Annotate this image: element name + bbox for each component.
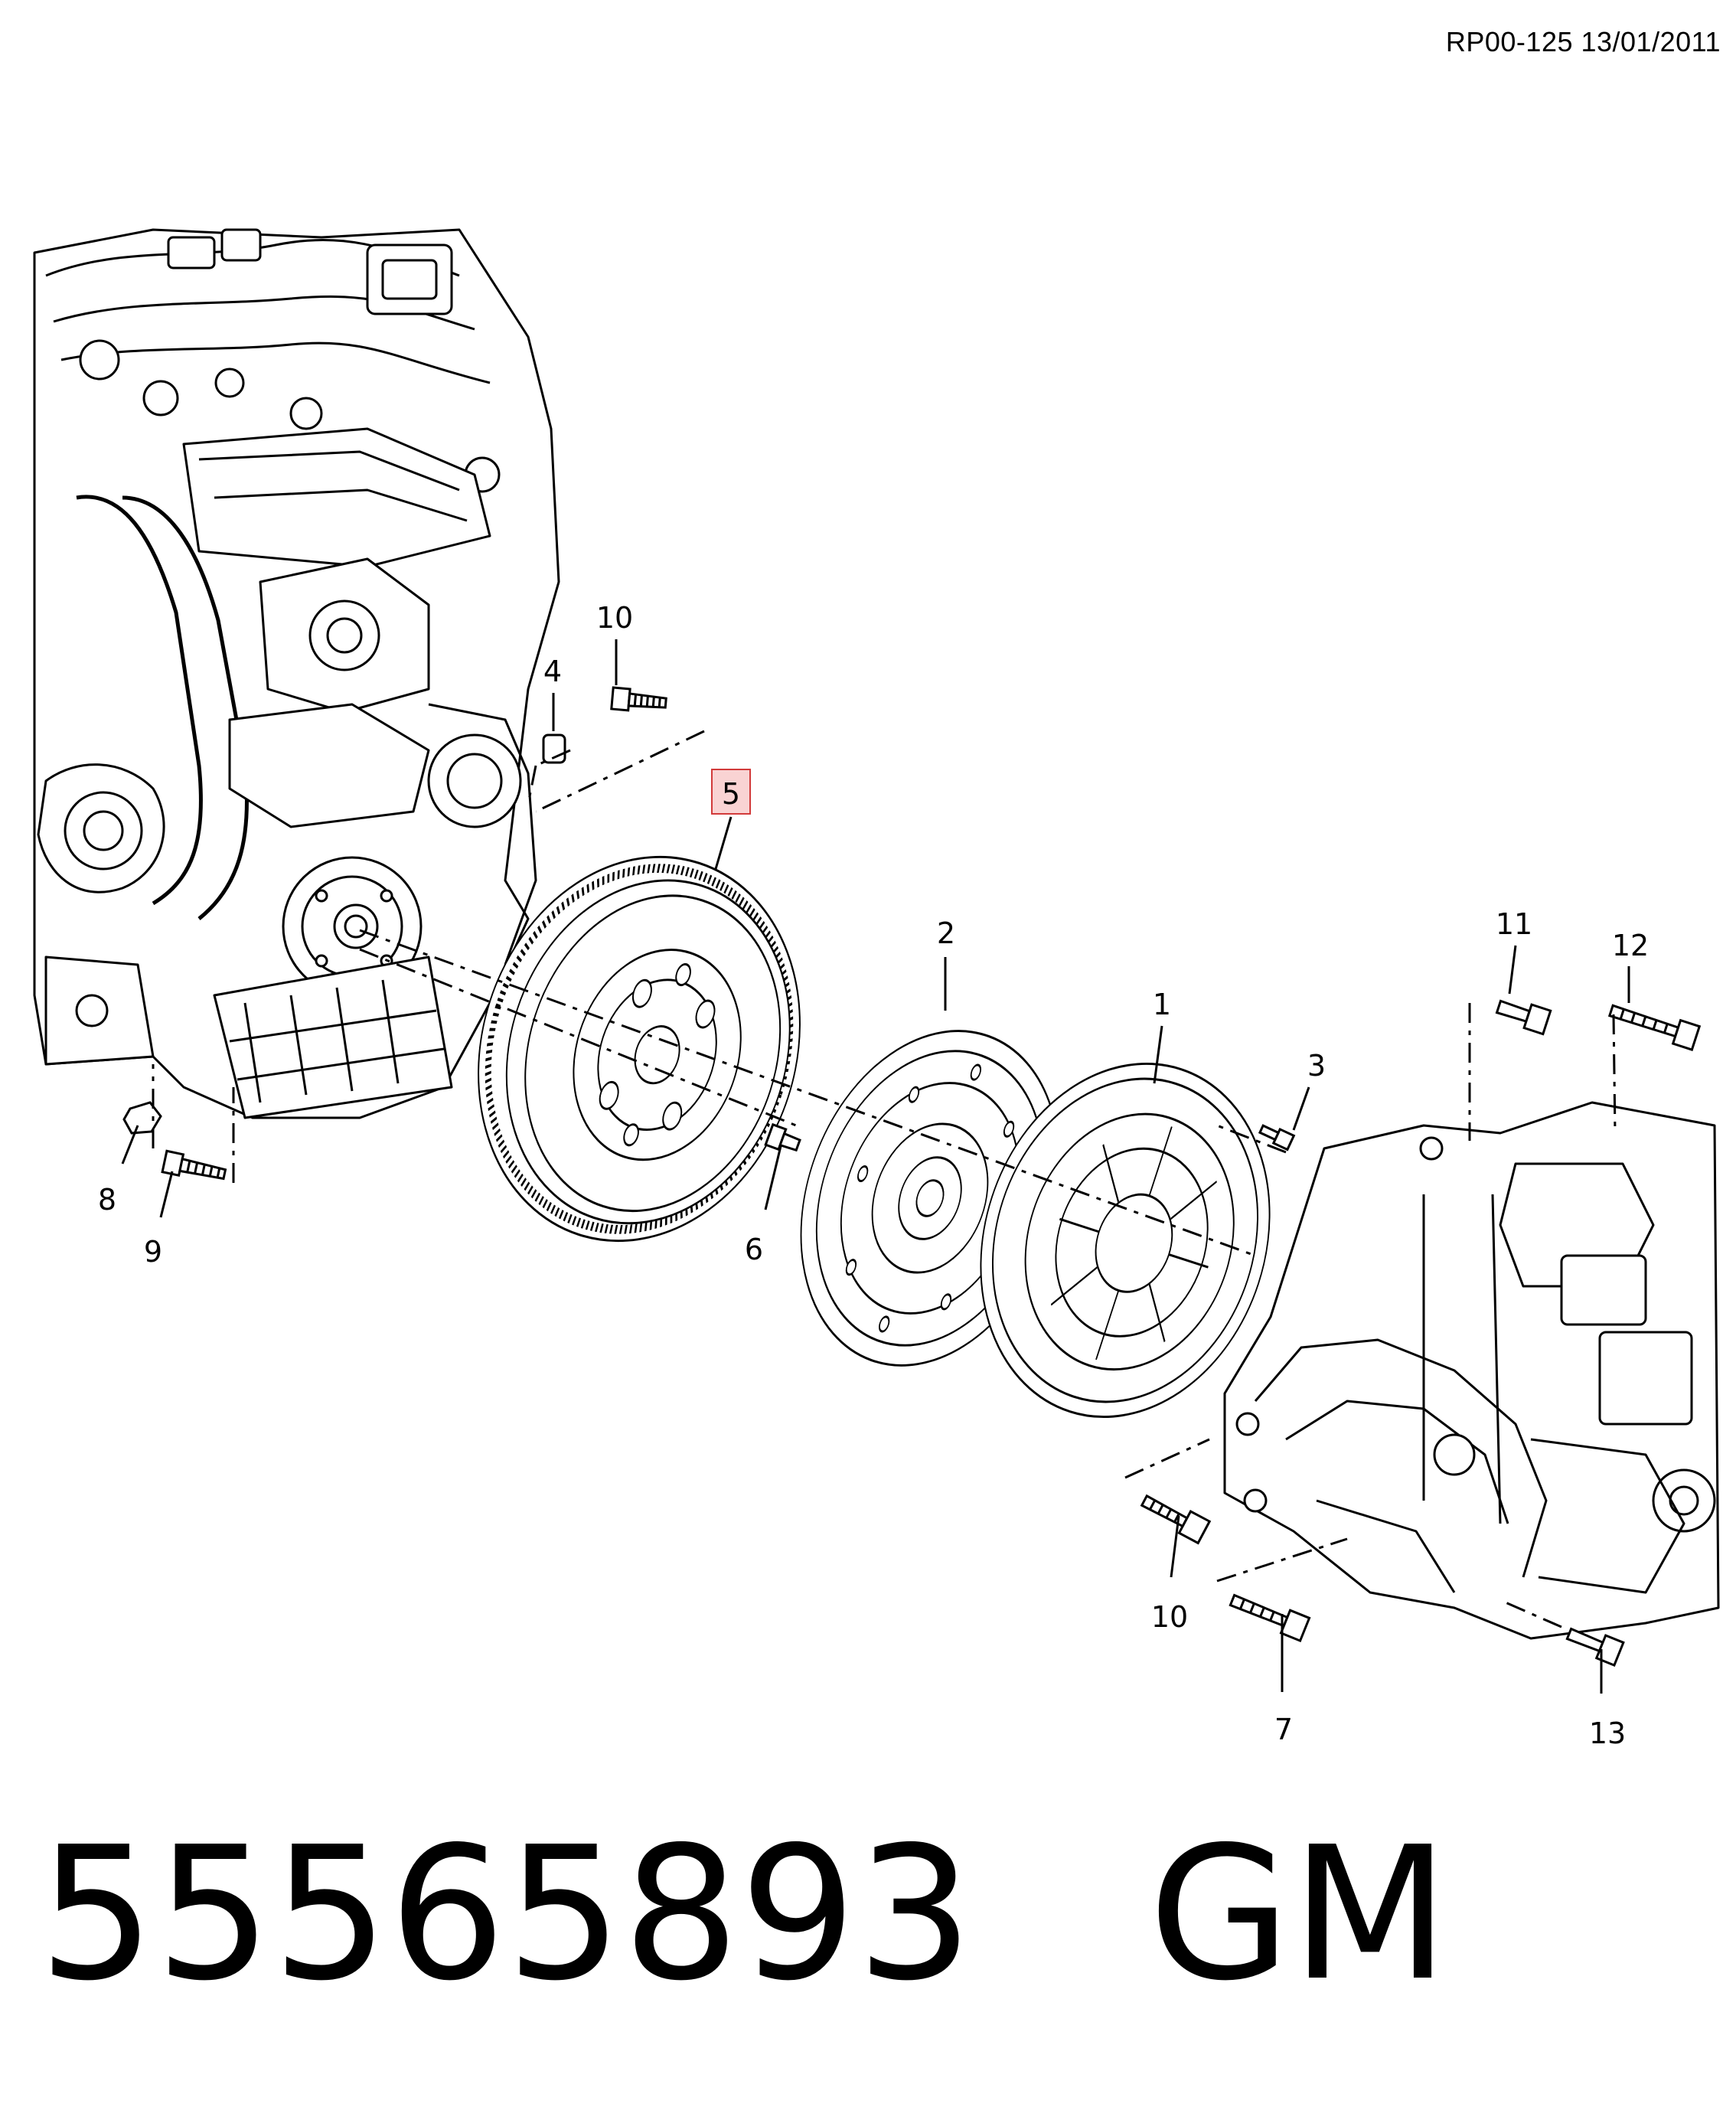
- bolt-11: [1495, 999, 1552, 1036]
- callout-numbers: 10 4 5 2 1 3 11 12 8 9 6 10 7 13: [98, 601, 1649, 1750]
- flywheel-illustration: [478, 855, 801, 1243]
- footer-spacer: [974, 1807, 1149, 2021]
- bolt-7: [1229, 1593, 1311, 1642]
- highlight-box-callout-5: [711, 769, 751, 815]
- callout-7[interactable]: 7: [1274, 1713, 1293, 1746]
- bolt-13: [1565, 1627, 1625, 1668]
- brand-name: GM: [1148, 1807, 1450, 2021]
- bolt-9: [161, 1149, 227, 1181]
- callout-3[interactable]: 3: [1307, 1049, 1326, 1083]
- callout-13[interactable]: 13: [1589, 1717, 1626, 1750]
- engine-block-illustration: [33, 228, 560, 1119]
- transmission-illustration: [1223, 1101, 1720, 1640]
- callout-4[interactable]: 4: [543, 655, 562, 688]
- callout-5[interactable]: 5: [722, 777, 740, 811]
- bolt-10-upper: [610, 686, 667, 712]
- nut-8: [122, 1101, 162, 1135]
- callout-10-upper[interactable]: 10: [596, 601, 633, 635]
- leader-lines: [121, 639, 1630, 1694]
- assembly-guide-lines: [152, 730, 1617, 1628]
- callout-10-lower[interactable]: 10: [1151, 1600, 1188, 1634]
- callout-12[interactable]: 12: [1612, 929, 1649, 962]
- bolt-6: [764, 1122, 801, 1152]
- bolt-3: [1258, 1124, 1296, 1151]
- callout-8[interactable]: 8: [98, 1183, 116, 1217]
- bolt-12: [1607, 1004, 1702, 1051]
- part-number: 55565893: [38, 1807, 974, 2021]
- callout-9[interactable]: 9: [144, 1235, 162, 1269]
- reference-code: RP00-125 13/01/2011: [1445, 26, 1721, 57]
- fasteners: [122, 686, 1702, 1668]
- bolt-10-lower: [1140, 1494, 1212, 1545]
- callout-1[interactable]: 1: [1153, 988, 1171, 1021]
- callout-11[interactable]: 11: [1496, 907, 1532, 941]
- callout-2[interactable]: 2: [937, 916, 955, 950]
- part-footer: 55565893 GM: [38, 1822, 1449, 2006]
- callout-6[interactable]: 6: [745, 1233, 763, 1266]
